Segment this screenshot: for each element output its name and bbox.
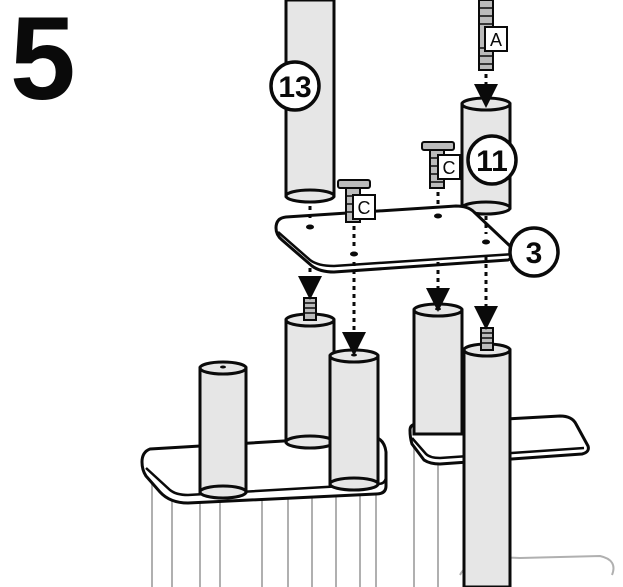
lower-post-middle [284, 297, 336, 450]
callout-label-3: 3 [526, 237, 543, 270]
platform-3 [274, 204, 515, 274]
callout-label-11: 11 [476, 145, 508, 178]
bolt-a: A [478, 0, 508, 71]
lower-post-left [198, 360, 248, 500]
assembly-arrows [298, 74, 498, 356]
part-callout-11: 11 [466, 134, 518, 186]
bolt-label-a: A [490, 30, 502, 50]
bolt-label-c-right: C [443, 158, 456, 178]
lower-post-right-front [462, 327, 512, 587]
bolt-label-c-left: C [358, 198, 371, 218]
bolt-c-right: C [421, 141, 461, 189]
bolt-c-left: C [337, 179, 376, 223]
callout-label-13: 13 [278, 71, 311, 104]
step-number: 5 [10, 0, 76, 125]
part-callout-3: 3 [508, 226, 560, 278]
lower-post-front [328, 348, 380, 492]
lower-post-right-back [412, 302, 464, 436]
part-callout-13: 13 [269, 60, 321, 112]
